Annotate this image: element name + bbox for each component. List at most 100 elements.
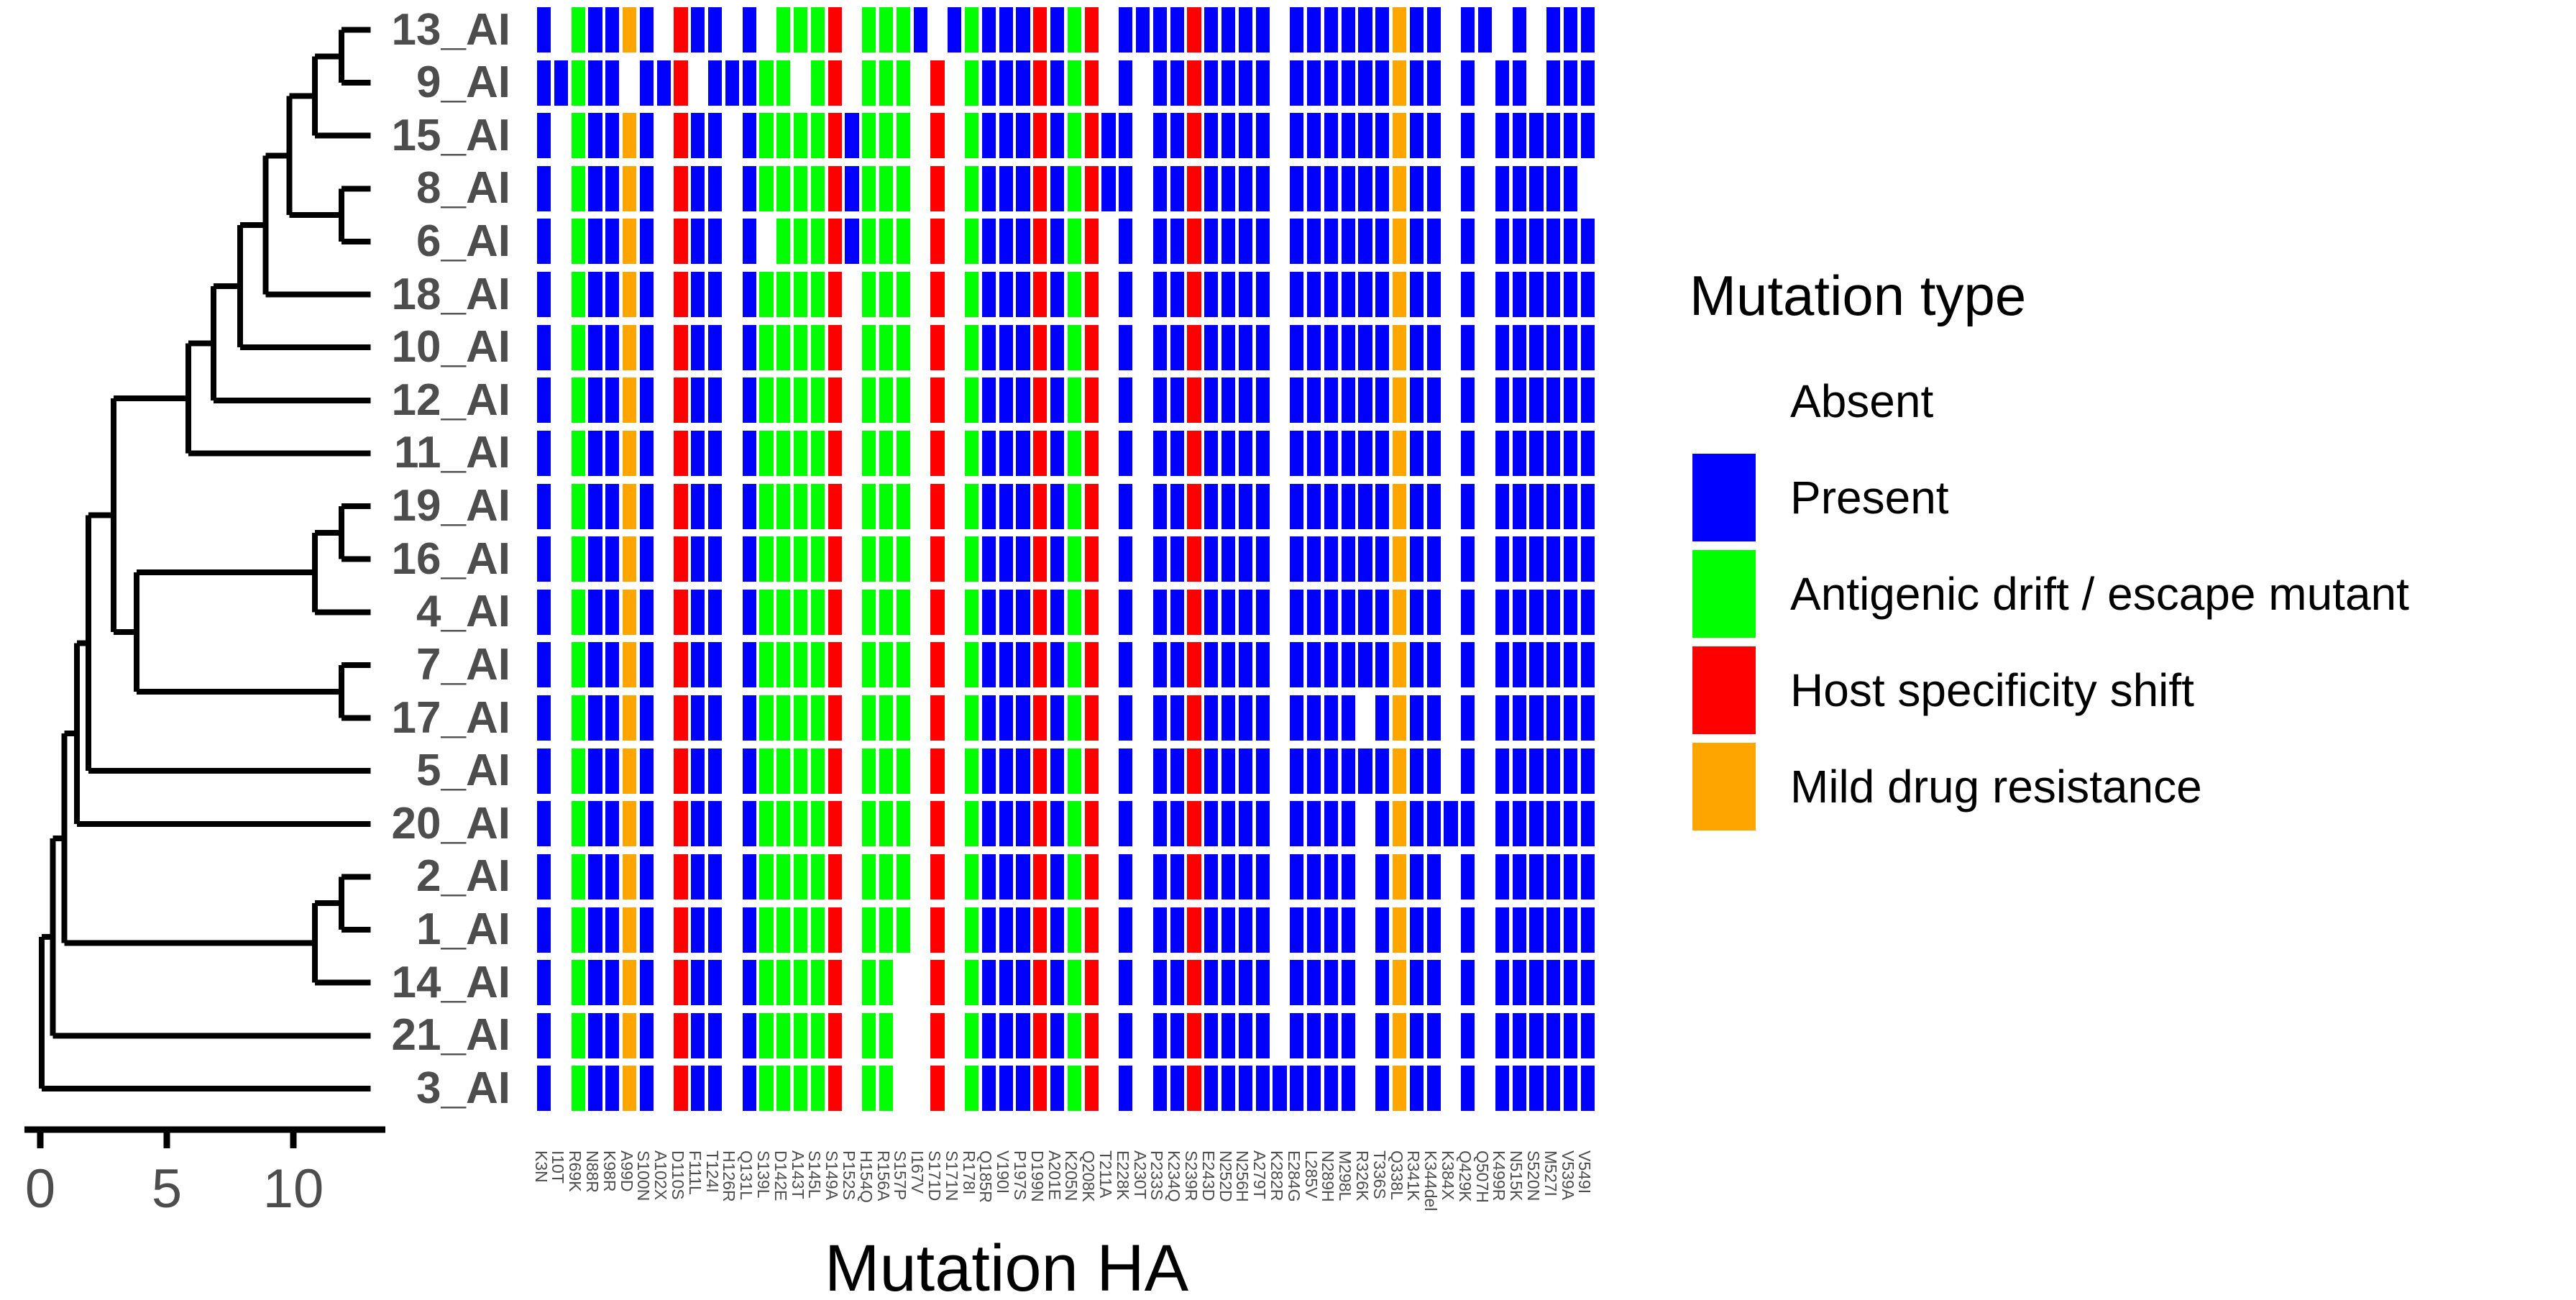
heatmap-cell	[828, 113, 842, 159]
heatmap-cell	[1393, 1066, 1407, 1112]
heatmap-cell	[1238, 377, 1253, 424]
column-label: H154Q	[856, 1150, 876, 1203]
heatmap-cell	[691, 1012, 705, 1058]
heatmap-cell	[1187, 7, 1201, 52]
heatmap-cell	[1084, 7, 1099, 52]
heatmap-cell	[1119, 430, 1133, 476]
heatmap-cell	[1580, 377, 1595, 424]
heatmap-cell	[981, 60, 996, 106]
column-label: T336S	[1370, 1150, 1389, 1199]
heatmap-cell	[1461, 536, 1475, 582]
legend-swatch-present	[1692, 454, 1756, 541]
heatmap-cell	[810, 60, 825, 106]
heatmap-cell	[708, 695, 723, 741]
heatmap-cell	[1152, 60, 1168, 106]
heatmap-cell	[862, 7, 876, 52]
heatmap-cell	[1409, 7, 1424, 52]
heatmap-cell	[965, 960, 979, 1006]
heatmap-cell	[810, 113, 825, 159]
heatmap-cell	[639, 801, 654, 847]
heatmap-cell	[605, 483, 620, 529]
heatmap-cell	[1033, 219, 1048, 265]
heatmap-cell	[1067, 748, 1082, 794]
heatmap-cell	[571, 165, 585, 211]
heatmap-cell	[1221, 801, 1236, 847]
heatmap-cell	[639, 113, 654, 159]
legend-label-drug: Mild drug resistance	[1790, 761, 2202, 812]
heatmap-cell	[1307, 960, 1321, 1006]
heatmap-cell	[1033, 801, 1048, 847]
tip-label: 9_AI	[416, 58, 510, 108]
heatmap-cell	[1084, 748, 1099, 794]
heatmap-cell	[623, 642, 637, 688]
heatmap-cell	[879, 853, 894, 900]
heatmap-cell	[862, 907, 876, 953]
heatmap-cell	[1495, 695, 1510, 741]
heatmap-cell	[674, 960, 688, 1006]
heatmap-cell	[1290, 1066, 1304, 1112]
heatmap-cell	[896, 324, 911, 370]
heatmap-cell	[999, 219, 1013, 265]
heatmap-cell	[1512, 589, 1526, 635]
heatmap-cell	[1375, 695, 1390, 741]
heatmap-cell	[1050, 853, 1065, 900]
heatmap-cell	[1426, 907, 1441, 953]
heatmap-cell	[537, 430, 551, 476]
heatmap-cell	[1255, 1012, 1270, 1058]
heatmap-cell	[776, 801, 791, 847]
heatmap-cell	[1221, 907, 1236, 953]
heatmap-cell	[742, 7, 756, 52]
heatmap-cell	[1564, 60, 1578, 106]
heatmap-cell	[1170, 113, 1184, 159]
heatmap-cell	[981, 853, 996, 900]
heatmap-cell	[1564, 430, 1578, 476]
heatmap-cell	[1341, 272, 1355, 318]
heatmap-cell	[1512, 907, 1526, 953]
heatmap-cell	[1426, 165, 1441, 211]
heatmap-cell	[1580, 853, 1595, 900]
heatmap-cell	[691, 483, 705, 529]
heatmap-cell	[1341, 165, 1355, 211]
heatmap-cell	[1393, 853, 1407, 900]
heatmap-cell	[1204, 853, 1219, 900]
tip-label: 4_AI	[416, 587, 510, 637]
heatmap-cell	[1050, 907, 1065, 953]
heatmap-cell	[1033, 748, 1048, 794]
heatmap-cell	[537, 272, 551, 318]
heatmap-cell	[862, 801, 876, 847]
heatmap-cell	[708, 589, 723, 635]
heatmap-cell	[1307, 60, 1321, 106]
heatmap-cell	[1238, 165, 1253, 211]
heatmap-cell	[776, 483, 791, 529]
heatmap-cell	[1119, 1012, 1133, 1058]
heatmap-cell	[1119, 695, 1133, 741]
heatmap-cell	[794, 695, 808, 741]
heatmap-cell	[1375, 1066, 1390, 1112]
heatmap-cell	[1529, 695, 1544, 741]
heatmap-cell	[1580, 483, 1595, 529]
heatmap-cell	[1238, 1012, 1253, 1058]
heatmap-cell	[759, 801, 774, 847]
column-label: Q429K	[1455, 1150, 1475, 1202]
heatmap-cell	[537, 960, 551, 1006]
heatmap-cell	[691, 589, 705, 635]
heatmap-cell	[1426, 642, 1441, 688]
heatmap-cell	[862, 377, 876, 424]
heatmap-cell	[1580, 60, 1595, 106]
heatmap-cell	[708, 272, 723, 318]
heatmap-cell	[742, 219, 756, 265]
heatmap-cell	[1529, 748, 1544, 794]
heatmap-cell	[537, 165, 551, 211]
heatmap-cell	[1461, 1012, 1475, 1058]
heatmap-cell	[1016, 7, 1030, 52]
heatmap-cell	[708, 7, 723, 52]
tip-label: 5_AI	[416, 746, 510, 796]
heatmap-cell	[1067, 324, 1082, 370]
heatmap-cell	[605, 165, 620, 211]
heatmap-cell	[1564, 960, 1578, 1006]
heatmap-cell	[1307, 1066, 1321, 1112]
heatmap-cell	[862, 272, 876, 318]
heatmap-cell	[537, 7, 551, 52]
heatmap-cell	[1221, 113, 1236, 159]
